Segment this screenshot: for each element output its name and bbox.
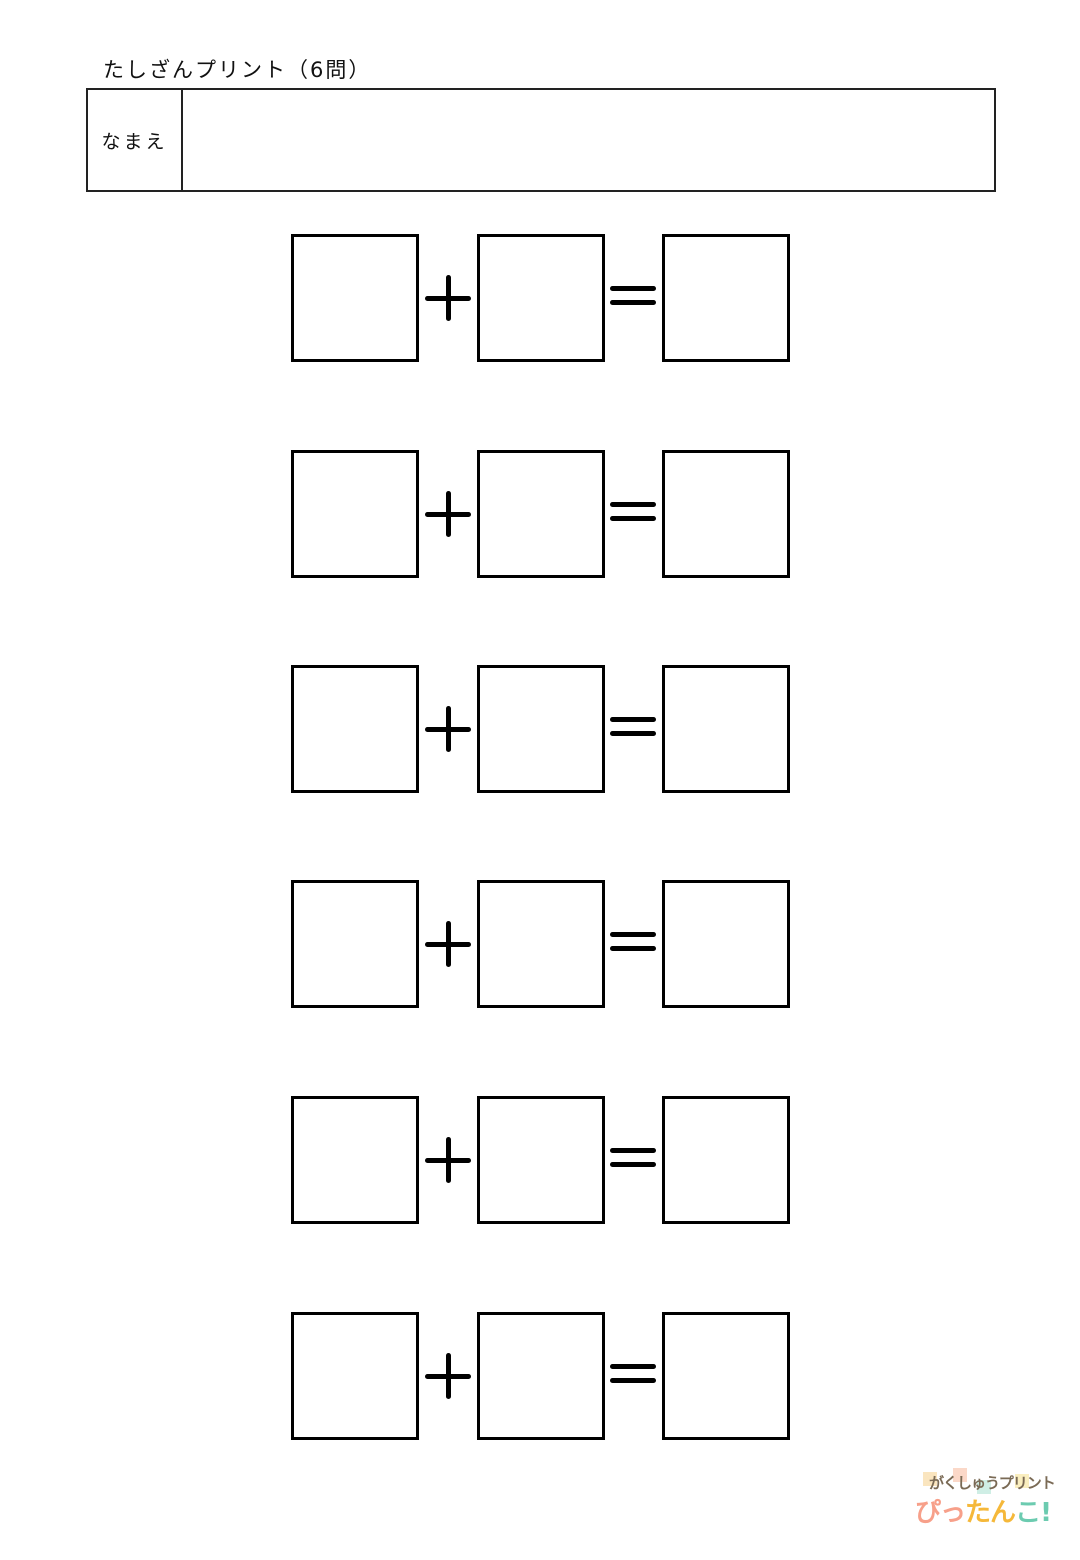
answer-box[interactable] (662, 450, 790, 578)
pittanko-logo: がくしゅうプリント ぴったんこ! (915, 1468, 1060, 1532)
plus-icon (425, 491, 471, 537)
name-label: なまえ (88, 90, 183, 190)
problem-row (291, 450, 790, 578)
plus-icon (425, 921, 471, 967)
addend-b-box[interactable] (477, 1312, 605, 1440)
plus-icon (425, 1137, 471, 1183)
equals-icon (610, 1364, 656, 1384)
equals-icon (610, 932, 656, 952)
answer-box[interactable] (662, 234, 790, 362)
addend-b-box[interactable] (477, 450, 605, 578)
answer-box[interactable] (662, 880, 790, 1008)
problem-row (291, 234, 790, 362)
problem-row (291, 880, 790, 1008)
equals-icon (610, 717, 656, 737)
answer-box[interactable] (662, 1312, 790, 1440)
plus-icon (425, 706, 471, 752)
logo-char: ん (990, 1498, 1016, 1528)
answer-box[interactable] (662, 665, 790, 793)
equals-icon (610, 1148, 656, 1168)
logo-char: ! (1040, 1498, 1052, 1528)
problem-row (291, 1096, 790, 1224)
logo-char: ぴ (915, 1498, 941, 1528)
addend-b-box[interactable] (477, 880, 605, 1008)
addend-a-box[interactable] (291, 1312, 419, 1440)
addend-b-box[interactable] (477, 1096, 605, 1224)
plus-icon (425, 275, 471, 321)
puzzle-piece-icon (977, 1480, 991, 1494)
name-box: なまえ (86, 88, 996, 192)
addend-a-box[interactable] (291, 450, 419, 578)
problem-row (291, 1312, 790, 1440)
addend-a-box[interactable] (291, 1096, 419, 1224)
logo-subtitle: がくしゅうプリント (929, 1474, 1056, 1492)
addend-b-box[interactable] (477, 665, 605, 793)
logo-char: た (965, 1498, 991, 1528)
puzzle-piece-icon (923, 1472, 937, 1486)
logo-char: こ (1015, 1498, 1041, 1528)
equals-icon (610, 286, 656, 306)
puzzle-piece-icon (1015, 1474, 1029, 1488)
name-field[interactable] (183, 90, 994, 190)
addend-a-box[interactable] (291, 234, 419, 362)
logo-brand: ぴったんこ! (915, 1492, 1052, 1529)
addend-a-box[interactable] (291, 880, 419, 1008)
addend-a-box[interactable] (291, 665, 419, 793)
plus-icon (425, 1353, 471, 1399)
worksheet-title: たしざんプリント（6問） (103, 58, 372, 82)
problem-row (291, 665, 790, 793)
logo-char: っ (940, 1498, 966, 1528)
equals-icon (610, 502, 656, 522)
puzzle-piece-icon (953, 1468, 967, 1482)
addend-b-box[interactable] (477, 234, 605, 362)
answer-box[interactable] (662, 1096, 790, 1224)
